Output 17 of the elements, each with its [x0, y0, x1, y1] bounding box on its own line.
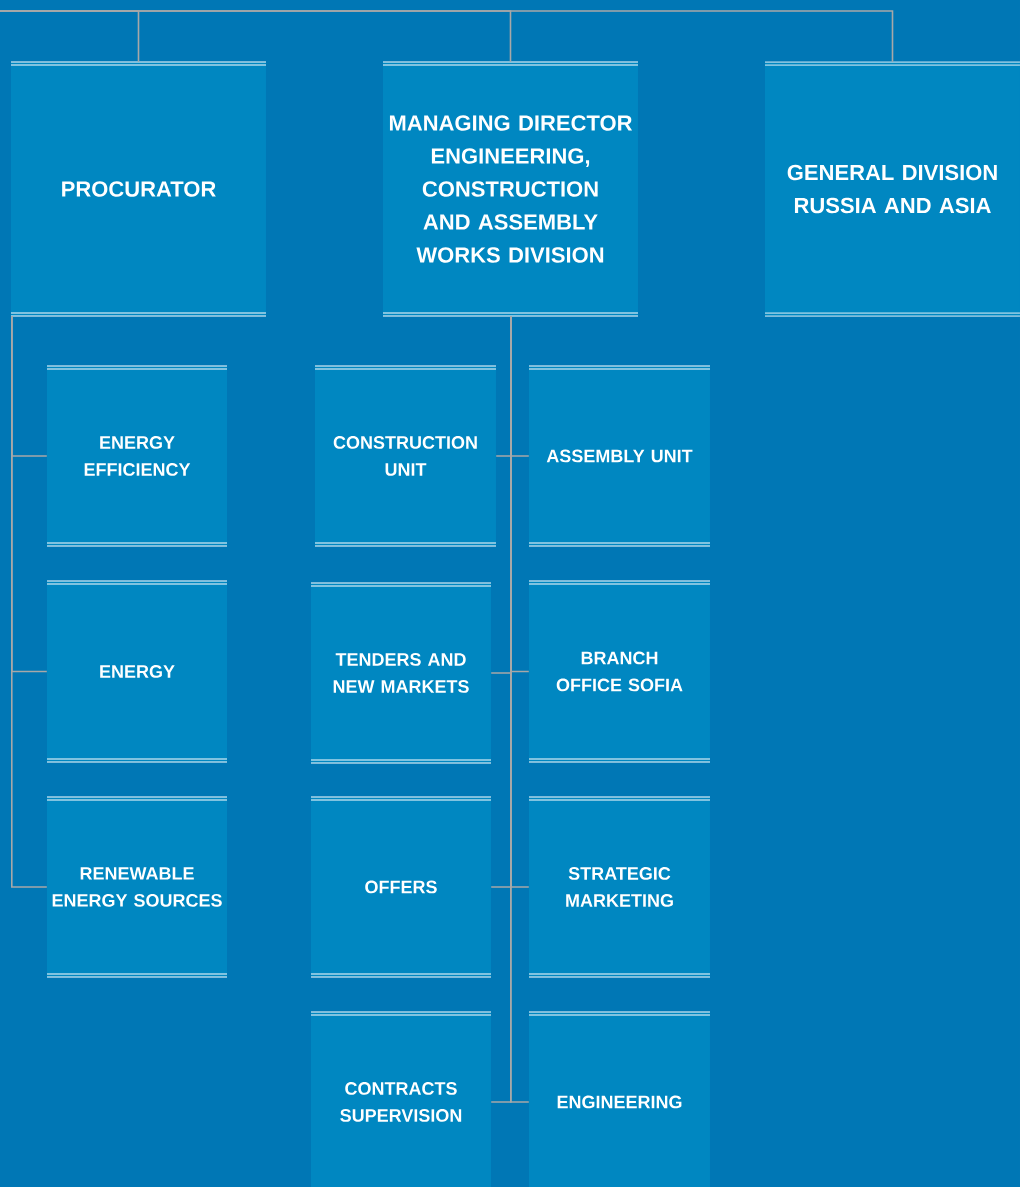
unit-box: ENGINEERING	[528, 1011, 711, 1187]
connector-line	[11, 315, 48, 888]
unit-box: MANAGING DIRECTOR ENGINEERING, CONSTRUCTION AND ASSEMBLY WORKS DIVISION	[382, 61, 639, 317]
unit-box: ENERGY	[46, 580, 228, 763]
unit-box: ASSEMBLY UNIT	[528, 365, 711, 547]
unit-box: BRANCH OFFICE SOFIA	[528, 580, 711, 763]
unit-box: GENERAL DIVISION RUSSIA AND ASIA	[764, 61, 1020, 317]
unit-box: ENERGY EFFICIENCY	[46, 365, 228, 547]
unit-box: OFFERS	[310, 796, 492, 978]
unit-box: TENDERS AND NEW MARKETS	[310, 582, 492, 764]
unit-box: CONSTRUCTION UNIT	[314, 365, 497, 547]
unit-box: PROCURATOR	[10, 61, 267, 317]
connector-line	[0, 10, 894, 63]
unit-box: STRATEGIC MARKETING	[528, 796, 711, 978]
connector-line	[510, 315, 530, 1103]
unit-box: RENEWABLE ENERGY SOURCES	[46, 796, 228, 978]
unit-box: CONTRACTS SUPERVISION	[310, 1011, 492, 1187]
